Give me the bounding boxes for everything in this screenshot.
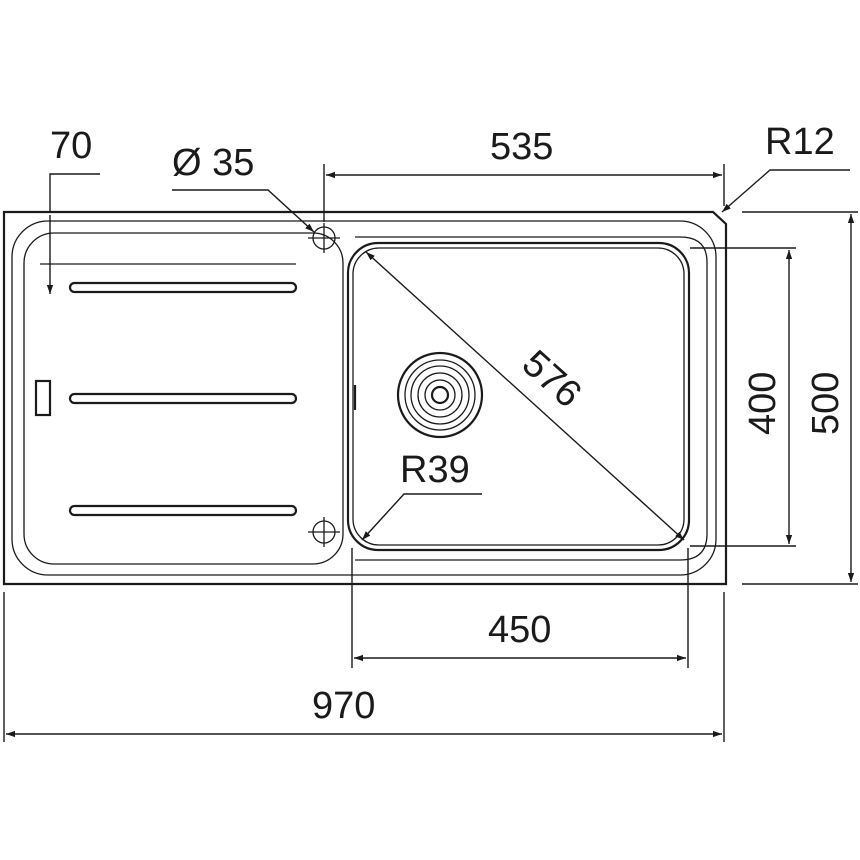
sink-inner-rim: [11, 220, 717, 576]
dimension-bowl-offset: 535: [323, 126, 725, 222]
dimension-label: 970: [312, 685, 375, 727]
sink-body: [2, 210, 728, 586]
dimension-total-width: 970: [3, 592, 725, 742]
tap-hole-icon: [308, 517, 340, 547]
waste-strainer-icon: [396, 351, 484, 439]
tap-hole-icon: [308, 223, 340, 253]
dimension-corner-radius: R12: [721, 121, 850, 213]
dimension-label: 70: [50, 125, 92, 167]
dimension-label: R12: [765, 121, 835, 163]
dimension-label: 400: [742, 372, 784, 435]
dimension-label: 450: [488, 609, 551, 651]
bowl-surround: [355, 236, 708, 561]
dimension-bowl-width: 450: [351, 548, 689, 668]
dimension-bowl-radius: R39: [361, 449, 482, 541]
bowl: [346, 241, 691, 552]
dimension-label: 535: [490, 126, 553, 168]
drainer-groove: [68, 504, 298, 517]
overflow-slot: [34, 379, 52, 417]
dimension-tap-hole: Ø 35: [172, 142, 315, 233]
drainer-area: [23, 232, 344, 565]
drainer-grooves: [34, 281, 298, 517]
bowl-outline: [346, 241, 691, 552]
dimension-label: R39: [400, 449, 470, 491]
dimension-label: 500: [805, 372, 847, 435]
sink-outer-rim: [2, 210, 728, 586]
drainer-groove: [68, 392, 298, 405]
dimension-label: 576: [514, 342, 589, 416]
drainer-groove: [68, 281, 298, 294]
dimension-total-depth: 500: [742, 211, 858, 585]
dimension-diagonal: 576: [365, 251, 685, 541]
dimension-label: Ø 35: [172, 142, 254, 184]
dimension-bowl-depth: 400: [690, 247, 796, 547]
bowl-inner-outline: [352, 247, 685, 546]
dimension-drainer-offset: 70: [40, 125, 296, 294]
